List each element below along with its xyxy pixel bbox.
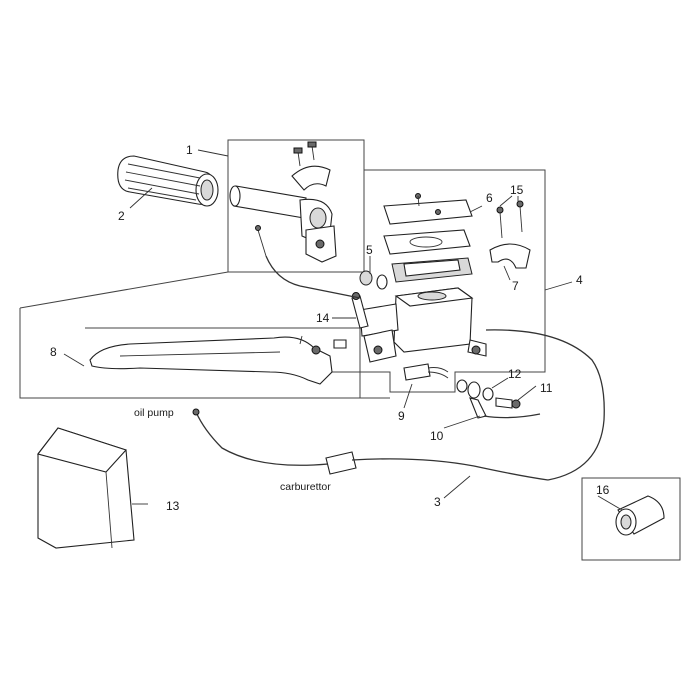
assembly-frame-main	[19, 271, 390, 399]
o-rings	[359, 270, 388, 290]
banjo-fitting	[467, 381, 541, 419]
manual-booklet	[37, 427, 135, 549]
brake-light-switch	[403, 363, 449, 381]
callout-2: 2	[118, 209, 125, 223]
callout-12: 12	[508, 367, 522, 381]
assembly-frame-pump	[300, 169, 546, 393]
callout-16: 16	[596, 483, 610, 497]
callout-6: 6	[486, 191, 493, 205]
reservoir-diaphragm	[391, 257, 473, 283]
reservoir-gasket	[383, 229, 471, 255]
callout-4: 4	[576, 273, 583, 287]
throttle-pulley	[305, 225, 337, 263]
detail-box-16	[581, 477, 681, 561]
oil-pump-label: oil pump	[134, 407, 174, 419]
bushing-detail	[615, 495, 665, 536]
callout-7: 7	[512, 279, 519, 293]
reservoir-cover	[383, 193, 473, 225]
callout-10: 10	[430, 429, 444, 443]
brake-lever	[89, 335, 347, 385]
callout-1: 1	[186, 143, 193, 157]
leader-lines	[63, 149, 623, 511]
sealing-washers	[456, 379, 494, 401]
carburettor-label: carburettor	[280, 481, 331, 493]
callout-9: 9	[398, 409, 405, 423]
handlebar-clamp	[489, 243, 531, 269]
clamp-screws	[496, 200, 524, 239]
master-cylinder-body	[359, 287, 487, 363]
pivot-bolt	[351, 292, 369, 329]
callout-3: 3	[434, 495, 441, 509]
throttle-screws	[293, 141, 317, 167]
callout-8: 8	[50, 345, 57, 359]
callout-11: 11	[540, 381, 553, 395]
throttle-cable-end	[255, 225, 301, 287]
callout-14: 14	[316, 311, 330, 325]
banjo-bolt	[495, 397, 521, 409]
handlebar-grip	[117, 155, 219, 207]
throttle-cable	[299, 285, 361, 299]
callout-5: 5	[366, 243, 373, 257]
callout-15: 15	[510, 183, 524, 197]
callout-13: 13	[166, 499, 180, 513]
throttle-housing-half	[291, 165, 331, 191]
brake-hose	[485, 329, 605, 481]
oil-pump-cable	[192, 408, 549, 481]
